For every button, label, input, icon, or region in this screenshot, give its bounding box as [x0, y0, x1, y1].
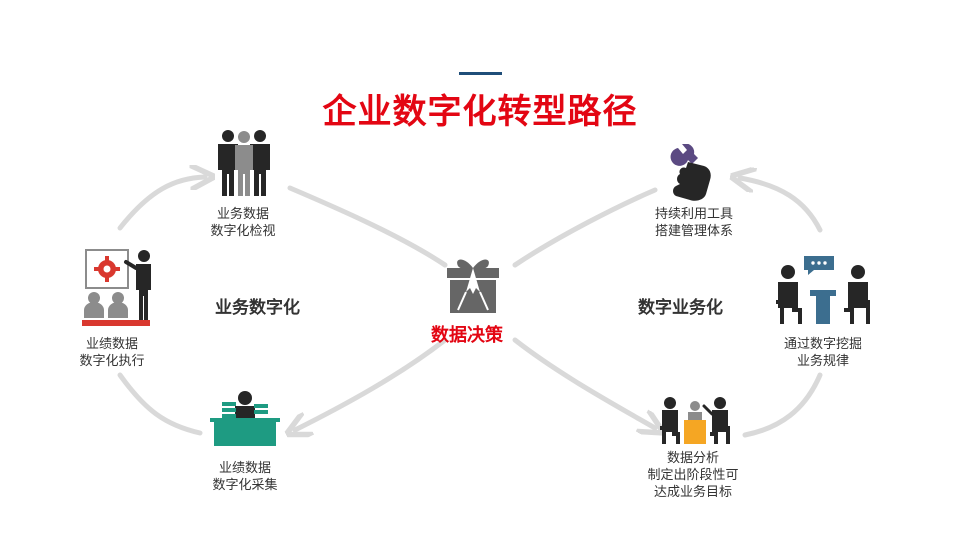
node-left-top-line2: 数字化检视	[210, 224, 276, 239]
arc-center-left-down	[295, 337, 448, 430]
node-left-bottom-line2: 数字化采集	[212, 478, 278, 493]
node-left-top-label: 业务数据 数字化检视	[195, 206, 291, 240]
wrench-hand-icon	[670, 144, 711, 201]
node-right-middle-line2: 业务规律	[796, 354, 849, 369]
desk-worker-icon	[210, 391, 280, 446]
node-right-middle-line1: 通过数字挖掘	[783, 337, 862, 352]
presentation-icon	[82, 249, 151, 326]
arc-right-lower	[742, 372, 823, 438]
node-left-middle-line1: 业绩数据	[85, 337, 138, 352]
arc-center-right-down	[512, 337, 655, 428]
section-right-label: 数字业务化	[638, 298, 723, 318]
arc-right-upper	[740, 178, 823, 233]
team-people-icon	[218, 130, 270, 196]
node-left-top-line1: 业务数据	[216, 207, 269, 222]
page-title: 企业数字化转型路径	[322, 92, 638, 132]
center-label: 数据决策	[431, 325, 503, 346]
arc-center-left-up	[287, 185, 448, 268]
meeting-icon	[660, 397, 730, 444]
node-right-top-label: 持续利用工具 搭建管理体系	[635, 206, 753, 240]
node-right-top-line1: 持续利用工具	[654, 207, 733, 222]
discussion-icon	[776, 256, 870, 324]
arc-left-lower	[117, 372, 203, 436]
node-right-bottom-label: 数据分析 制定出阶段性可 达成业务目标	[628, 450, 758, 501]
node-left-middle-label: 业绩数据 数字化执行	[62, 336, 162, 370]
arc-center-right-up	[512, 187, 658, 268]
node-right-top-line2: 搭建管理体系	[654, 224, 733, 239]
section-left-label: 业务数字化	[215, 298, 300, 318]
node-left-bottom-label: 业绩数据 数字化采集	[195, 460, 295, 494]
node-right-bottom-line1: 数据分析	[666, 451, 719, 466]
title-accent-bar	[459, 72, 502, 75]
node-right-bottom-line2: 制定出阶段性可	[647, 468, 739, 483]
node-right-bottom-line3: 达成业务目标	[653, 485, 732, 500]
node-right-middle-label: 通过数字挖掘 业务规律	[768, 336, 878, 370]
node-left-bottom-line1: 业绩数据	[218, 461, 271, 476]
node-left-middle-line2: 数字化执行	[79, 354, 145, 369]
gift-box-icon	[447, 259, 499, 313]
arc-left-upper	[117, 177, 205, 231]
